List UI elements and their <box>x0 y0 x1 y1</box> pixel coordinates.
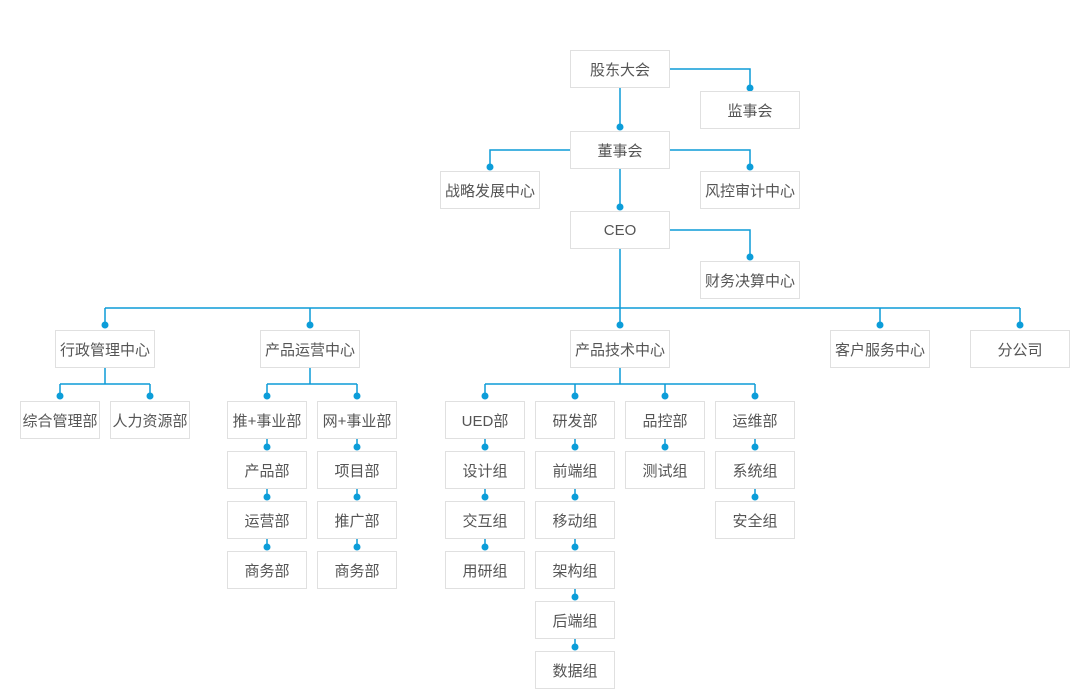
connector-dot <box>263 543 271 551</box>
org-node-testing[interactable]: 测试组 <box>625 451 705 489</box>
connector-dot <box>481 493 489 501</box>
org-node-finance[interactable]: 财务决算中心 <box>700 261 800 299</box>
org-node-technology[interactable]: 产品技术中心 <box>570 330 670 368</box>
connector-dot <box>481 543 489 551</box>
edge-admin-children <box>59 368 151 396</box>
org-node-shareholders[interactable]: 股东大会 <box>570 50 670 88</box>
org-node-operation[interactable]: 产品运营中心 <box>260 330 360 368</box>
connector-dot <box>751 443 759 451</box>
edge-ceo-finance <box>670 229 751 257</box>
connector-dot <box>486 163 494 171</box>
org-node-ued[interactable]: UED部 <box>445 401 525 439</box>
org-node-business-tui[interactable]: 商务部 <box>227 551 307 589</box>
connector-dot <box>306 321 314 329</box>
connector-dots <box>56 84 1024 651</box>
edge-board-risk <box>670 149 751 167</box>
org-node-qc[interactable]: 品控部 <box>625 401 705 439</box>
org-node-branch[interactable]: 分公司 <box>970 330 1070 368</box>
connector-dot <box>571 593 579 601</box>
connector-dot <box>661 392 669 400</box>
org-node-security[interactable]: 安全组 <box>715 501 795 539</box>
connector-dot <box>746 84 754 92</box>
org-node-project[interactable]: 项目部 <box>317 451 397 489</box>
connector-dot <box>616 123 624 131</box>
org-node-business-wang[interactable]: 商务部 <box>317 551 397 589</box>
edge-technology-children <box>484 368 756 396</box>
org-node-backend[interactable]: 后端组 <box>535 601 615 639</box>
org-node-board[interactable]: 董事会 <box>570 131 670 169</box>
connector-dot <box>746 163 754 171</box>
org-node-hr[interactable]: 人力资源部 <box>110 401 190 439</box>
edge-board-strategy <box>489 149 570 167</box>
org-node-supervisory[interactable]: 监事会 <box>700 91 800 129</box>
org-node-risk[interactable]: 风控审计中心 <box>700 171 800 209</box>
org-node-admin[interactable]: 行政管理中心 <box>55 330 155 368</box>
connector-dot <box>146 392 154 400</box>
connector-dot <box>481 392 489 400</box>
connector-dot <box>751 493 759 501</box>
org-node-general[interactable]: 综合管理部 <box>20 401 100 439</box>
connector-dot <box>616 321 624 329</box>
connector-edge-group <box>59 68 1021 647</box>
connector-dot <box>263 493 271 501</box>
org-node-ops[interactable]: 运维部 <box>715 401 795 439</box>
connector-dot <box>751 392 759 400</box>
org-node-research[interactable]: 用研组 <box>445 551 525 589</box>
connector-dot <box>571 543 579 551</box>
org-node-frontend[interactable]: 前端组 <box>535 451 615 489</box>
org-node-data[interactable]: 数据组 <box>535 651 615 689</box>
connector-dot <box>1016 321 1024 329</box>
connector-dot <box>353 392 361 400</box>
connector-dot <box>571 643 579 651</box>
connector-dot <box>353 543 361 551</box>
org-node-system[interactable]: 系统组 <box>715 451 795 489</box>
connector-dot <box>616 203 624 211</box>
connector-dot <box>263 443 271 451</box>
connector-dot <box>571 493 579 501</box>
org-node-customer[interactable]: 客户服务中心 <box>830 330 930 368</box>
org-node-design[interactable]: 设计组 <box>445 451 525 489</box>
connector-dot <box>56 392 64 400</box>
connector-dot <box>263 392 271 400</box>
connector-dot <box>876 321 884 329</box>
org-node-rd[interactable]: 研发部 <box>535 401 615 439</box>
org-node-wang[interactable]: 网+事业部 <box>317 401 397 439</box>
connector-dot <box>571 392 579 400</box>
edge-trunk-drops <box>104 308 1021 325</box>
connector-dot <box>571 443 579 451</box>
connector-dot <box>481 443 489 451</box>
org-node-product[interactable]: 产品部 <box>227 451 307 489</box>
edge-shareholders-supervisory <box>670 68 751 88</box>
org-node-architecture[interactable]: 架构组 <box>535 551 615 589</box>
org-node-promotion[interactable]: 推广部 <box>317 501 397 539</box>
connector-dot <box>353 443 361 451</box>
connector-dot <box>661 443 669 451</box>
org-node-mobile[interactable]: 移动组 <box>535 501 615 539</box>
org-node-tui[interactable]: 推+事业部 <box>227 401 307 439</box>
edge-ceo-trunk <box>105 249 1020 309</box>
org-node-strategy[interactable]: 战略发展中心 <box>440 171 540 209</box>
connector-dot <box>746 253 754 261</box>
org-node-interaction[interactable]: 交互组 <box>445 501 525 539</box>
org-node-ceo[interactable]: CEO <box>570 211 670 249</box>
org-node-operating[interactable]: 运营部 <box>227 501 307 539</box>
connector-dot <box>353 493 361 501</box>
edge-operation-children <box>266 368 358 396</box>
connector-dot <box>101 321 109 329</box>
